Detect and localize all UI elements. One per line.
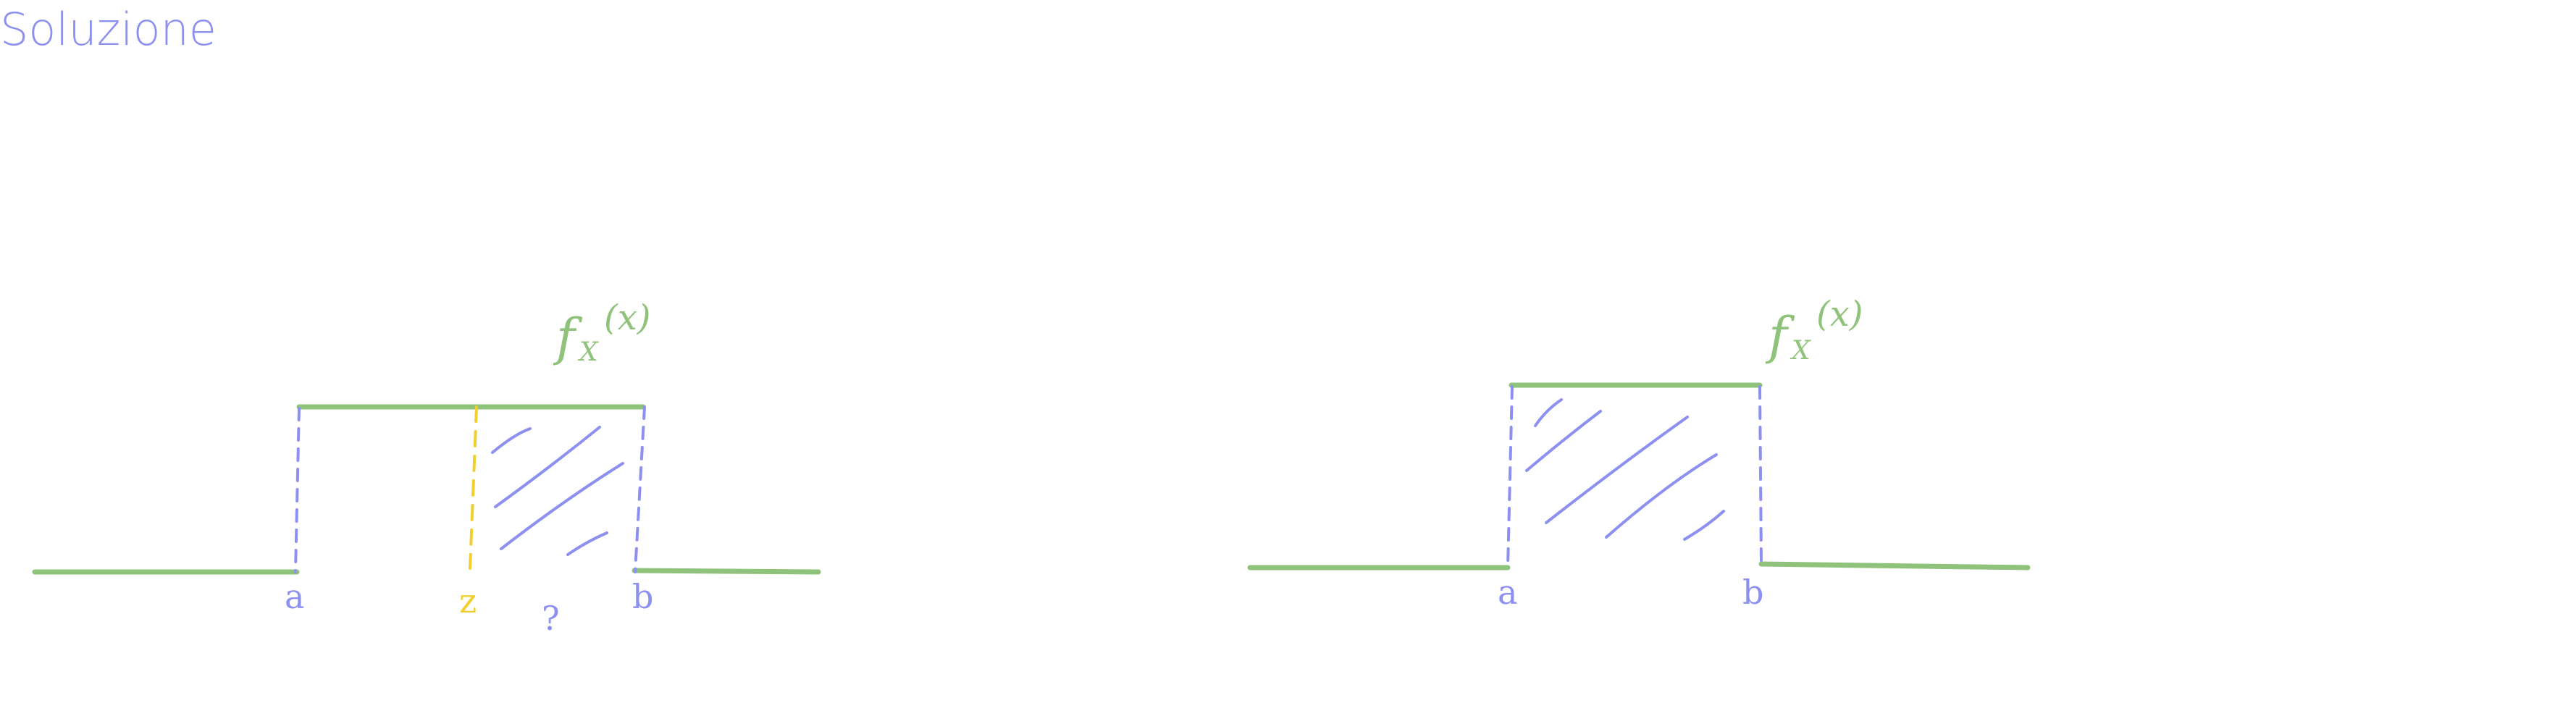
right-dashed-line-a: [1506, 385, 1514, 569]
left-diagram: f X (x) a z ? b: [32, 298, 821, 638]
right-hatching: [1525, 398, 1725, 541]
left-dashed-line-a: [294, 407, 301, 573]
svg-text:(x): (x): [1816, 294, 1863, 334]
left-dashed-line-z: [469, 405, 478, 570]
right-label-a: a: [1498, 573, 1517, 612]
svg-text:X: X: [1790, 336, 1811, 366]
left-function-label: f X (x): [553, 298, 651, 367]
right-label-b: b: [1742, 573, 1763, 612]
svg-text:(x): (x): [604, 298, 651, 338]
left-label-question: ?: [542, 599, 560, 638]
left-pdf-baseline-right: [632, 568, 821, 575]
left-hatching: [491, 426, 624, 556]
right-diagram: f X (x) a b: [1247, 294, 2031, 612]
left-dashed-line-b: [634, 405, 646, 573]
svg-text:X: X: [577, 337, 599, 367]
page-title: Soluzione: [0, 3, 217, 56]
left-label-b: b: [632, 577, 653, 616]
right-dashed-line-b: [1758, 385, 1763, 565]
svg-text:f: f: [553, 308, 583, 367]
left-label-z: z: [459, 581, 477, 620]
left-label-a: a: [285, 577, 304, 616]
right-function-label: f X (x): [1765, 294, 1863, 366]
right-pdf-baseline-right: [1758, 561, 2031, 571]
svg-text:f: f: [1765, 306, 1795, 366]
